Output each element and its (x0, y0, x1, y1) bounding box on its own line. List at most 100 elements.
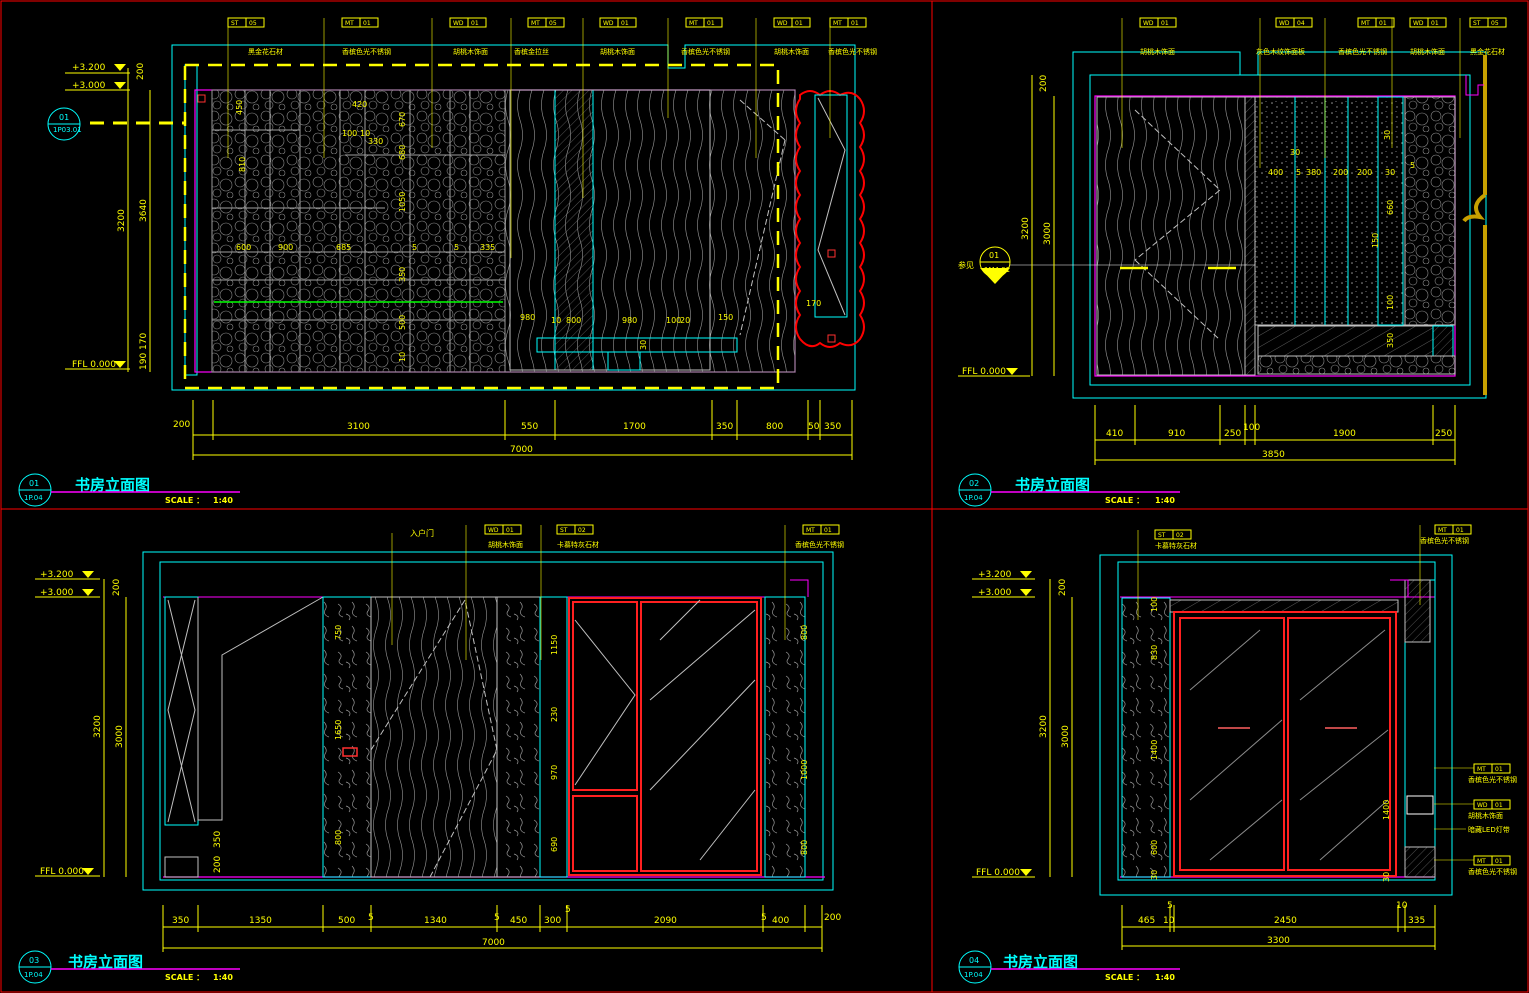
door-callout-text: 入户门 (410, 528, 434, 538)
scale-value: 1:40 (213, 973, 233, 982)
vdim-3200: 3200 (93, 715, 103, 738)
niche-column (539, 596, 568, 878)
level-3200: +3.200 (72, 63, 106, 73)
cabinet-right (814, 94, 848, 318)
bdim: 410 (1106, 429, 1123, 439)
tag-text: 暗藏LED灯带 (1468, 825, 1510, 834)
tag-num: 05 (249, 20, 257, 27)
tag-num: 01 (1495, 766, 1503, 773)
scale-label: SCALE ： (1105, 973, 1144, 982)
idim: 10 (398, 352, 407, 362)
tag-text: 香槟色光不锈钢 (1468, 775, 1517, 784)
idim: 30 (1382, 872, 1391, 882)
tag-code: ST (560, 527, 568, 534)
stone-strip-left (322, 596, 372, 878)
panel-title: 书房立面图 (68, 953, 143, 971)
tag-num: 01 (1495, 858, 1503, 865)
bdim: 300 (544, 916, 561, 926)
tag-code: WD (1279, 20, 1290, 27)
idim: 1000 (800, 760, 809, 780)
sheet-ref: 1P.04 (964, 494, 983, 502)
elevation-panel-01: +3.200 +3.000 FFL 0.000 200 3200 3640 19… (18, 17, 877, 507)
idim: 660 (1386, 200, 1395, 215)
idim: 980 (520, 313, 535, 322)
tag-text: 胡桃木饰面 (1140, 47, 1175, 56)
idim: 810 (238, 157, 247, 172)
tag-code: MT (345, 20, 354, 27)
bdim: 350 (824, 422, 841, 432)
pebble-floor (1257, 355, 1456, 375)
ceiling-detail (1465, 75, 1484, 96)
vdim-3200: 3200 (117, 209, 127, 232)
material-tag: ST 05 黑金花石材 (1459, 17, 1507, 138)
bdim: 500 (338, 916, 355, 926)
bdim: 200 (173, 420, 190, 430)
idim: 10 (551, 316, 561, 325)
idim: 5 (1410, 161, 1415, 170)
idim: 100 (1386, 295, 1395, 310)
vertical-dimensions: 200 3200 3000 (1021, 75, 1055, 376)
bdim: 2090 (654, 916, 677, 926)
bdim: 450 (510, 916, 527, 926)
section-ref: 1P03.01 (53, 126, 82, 134)
door-swing-2 (739, 139, 786, 336)
level-3000: +3.000 (72, 81, 106, 91)
idim: 450 (235, 100, 244, 115)
tag-code: WD (488, 527, 499, 534)
elevation-panel-02: FFL 0.000 200 3200 3000 30 400 5 380 200… (958, 17, 1507, 507)
tag-text: 香槟金拉丝 (514, 47, 549, 56)
red-marker (197, 94, 206, 103)
ceiling-dashed-outline (183, 63, 780, 390)
tag-num: 04 (1297, 20, 1305, 27)
bottom-dimension-labels: 410 910 250 100 1900 250 3850 (1106, 423, 1452, 460)
material-tag: WD 01 胡桃木饰面 (465, 524, 523, 660)
idim: 150 (718, 313, 733, 322)
material-tags: WD 01 胡桃木饰面 ST 02 卡慕特灰石材 MT 01 香槟色光不锈钢 (465, 524, 844, 660)
bdim: 100 (1243, 423, 1260, 433)
idim: 335 (480, 243, 495, 252)
tag-text: 胡桃木饰面 (1468, 811, 1503, 820)
idim: 600 (1150, 840, 1159, 855)
bdim: 400 (772, 916, 789, 926)
door-callout: 入户门 (391, 528, 434, 645)
scale-label: SCALE ： (1105, 496, 1144, 505)
idim: 800 (334, 830, 343, 845)
material-tag: WD 01 胡桃木饰面 (431, 17, 488, 148)
inner-dimensions: 750 1650 800 1150 230 970 690 800 1000 8… (334, 625, 809, 855)
level-ffl: FFL 0.000 (40, 867, 84, 877)
level-marks: +3.200 +3.000 FFL 0.000 (35, 570, 100, 877)
tag-num: 01 (824, 527, 832, 534)
elevation-panel-03: +3.200 +3.000 FFL 0.000 200 3200 3000 35… (18, 524, 844, 984)
total-dim: 3300 (1267, 936, 1290, 946)
cabinet-right-cross (817, 97, 846, 316)
tag-num: 01 (363, 20, 371, 27)
idim: 100 (666, 316, 681, 325)
door-swing (1134, 109, 1221, 341)
idim: 600 (236, 243, 251, 252)
material-tag: WD 01 胡桃木饰面 (1434, 799, 1511, 820)
tag-text: 香槟色光不锈钢 (342, 47, 391, 56)
bottom-dimension-labels: 350 1350 500 5 1340 5 450 300 5 2090 5 4… (172, 905, 841, 948)
base-box (164, 856, 199, 878)
idim: 350 (398, 267, 407, 282)
door-swing (739, 99, 786, 141)
vdim-3000: 3000 (1043, 222, 1053, 245)
scale-value: 1:40 (1155, 973, 1175, 982)
red-window-frame (1173, 611, 1397, 877)
side-cabinet-hatch (1404, 579, 1431, 643)
red-marker-2 (827, 249, 836, 258)
idim: 20 (680, 316, 690, 325)
panel-title-block: 01 1P.04 书房立面图 SCALE ： 1:40 (18, 473, 240, 507)
tag-num: 01 (1456, 527, 1464, 534)
scale-label: SCALE ： (165, 496, 204, 505)
idim: 200 (1333, 168, 1348, 177)
vdim-3000: 3000 (115, 725, 125, 748)
tag-num: 02 (1176, 532, 1184, 539)
tag-code: WD (453, 20, 464, 27)
cabinet-diagonals (574, 599, 756, 861)
vdim-3640: 3640 (139, 199, 149, 222)
inner-dimensions: 100 830 1400 600 30 1400 30 (1150, 597, 1391, 882)
material-tags: ST 02 卡慕特灰石材 MT 01 香槟色光不锈钢 MT 01 香槟色光不锈钢 (1137, 524, 1517, 876)
inner-dimensions: 30 400 5 380 200 200 30 660 150 100 350 … (1268, 130, 1415, 348)
bdim: 350 (172, 916, 189, 926)
